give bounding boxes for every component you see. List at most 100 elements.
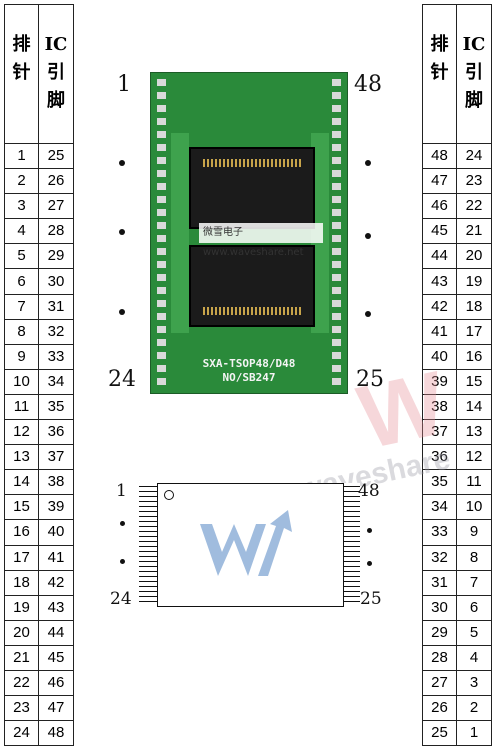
ic-pin-number: 27 bbox=[38, 193, 74, 220]
ic-pin-number: 25 bbox=[38, 142, 74, 170]
header-pin-number: 15 bbox=[4, 494, 39, 521]
header-pin-number: 8 bbox=[4, 318, 39, 345]
board-pin48-label: 48 bbox=[354, 72, 382, 97]
header-pin-number: 22 bbox=[4, 669, 39, 697]
ellipsis-dot bbox=[119, 160, 125, 166]
header-pin-number: 20 bbox=[4, 619, 39, 646]
header-pin-number: 23 bbox=[4, 695, 39, 722]
ic-pin-number: 10 bbox=[456, 494, 492, 521]
ic-pin-number: 45 bbox=[38, 644, 74, 671]
header-pin-number: 26 bbox=[422, 695, 457, 722]
header-pin-number: 16 bbox=[4, 519, 39, 546]
chip-left-leads bbox=[139, 483, 157, 605]
ic-pin-number: 28 bbox=[38, 218, 74, 245]
ellipsis-dot bbox=[365, 160, 371, 166]
ic-pin-number: 23 bbox=[456, 168, 492, 195]
header-pin-number: 3 bbox=[4, 193, 39, 220]
ic-pin-number: 3 bbox=[456, 669, 492, 697]
header-pin-number: 4 bbox=[4, 218, 39, 245]
header-pin-number: 25 bbox=[422, 720, 457, 746]
header-pin-number: 34 bbox=[422, 494, 457, 521]
ic-pin-number: 16 bbox=[456, 343, 492, 370]
board-serial-label: NO/SB247 bbox=[222, 371, 276, 384]
ic-pin-number: 40 bbox=[38, 519, 74, 546]
header-pin-number: 44 bbox=[422, 243, 457, 270]
ellipsis-dot bbox=[119, 229, 125, 235]
tsop48-chip-outline bbox=[157, 483, 344, 607]
header-pin-number: 1 bbox=[4, 142, 39, 170]
board-brand-label: 微雪电子 www.waveshare.net bbox=[199, 223, 323, 258]
ic-pin-number: 4 bbox=[456, 644, 492, 671]
ic-pin-number: 35 bbox=[38, 393, 74, 421]
header-pin-number: 38 bbox=[422, 393, 457, 421]
adapter-board-photo: 微雪电子 www.waveshare.net SXA-TSOP48/D48 NO… bbox=[150, 72, 348, 394]
header-pin-number: 35 bbox=[422, 469, 457, 496]
ellipsis-dot bbox=[120, 521, 125, 526]
ic-pin-number: 2 bbox=[456, 695, 492, 722]
chip-right-leads bbox=[342, 483, 360, 605]
header-pin-number: 17 bbox=[4, 544, 39, 571]
ic-pin-number: 39 bbox=[38, 494, 74, 521]
tsop-socket-top bbox=[189, 147, 315, 229]
header-pin-number: 31 bbox=[422, 569, 457, 596]
ic-pin-number: 34 bbox=[38, 368, 74, 395]
pin1-marker bbox=[164, 490, 174, 500]
header-ic: IC引脚 bbox=[38, 4, 74, 144]
ic-pin-number: 19 bbox=[456, 268, 492, 295]
header-pin-number: 11 bbox=[4, 393, 39, 421]
header-pin-number: 14 bbox=[4, 469, 39, 496]
right-header-pins bbox=[332, 79, 341, 387]
board-pin1-label: 1 bbox=[117, 72, 131, 97]
header-pin-number: 33 bbox=[422, 519, 457, 546]
header-pin-number: 28 bbox=[422, 644, 457, 671]
ic-pin-number: 7 bbox=[456, 569, 492, 596]
header-pin-number: 46 bbox=[422, 193, 457, 220]
ic-pin-number: 1 bbox=[456, 720, 492, 746]
header-pin-number: 29 bbox=[422, 619, 457, 646]
ic-pin-number: 32 bbox=[38, 318, 74, 345]
board-pin24-label: 24 bbox=[108, 367, 136, 392]
ellipsis-dot bbox=[367, 528, 372, 533]
ic-pin-number: 41 bbox=[38, 544, 74, 571]
chip-pin24-label: 24 bbox=[110, 589, 132, 609]
header-pin-number: 9 bbox=[4, 343, 39, 370]
ic-pin-number: 31 bbox=[38, 293, 74, 320]
ic-pin-number: 24 bbox=[456, 142, 492, 170]
ic-pin-number: 18 bbox=[456, 293, 492, 320]
header-pin-number: 43 bbox=[422, 268, 457, 295]
header-pin-number: 24 bbox=[4, 720, 39, 746]
ic-pin-number: 20 bbox=[456, 243, 492, 270]
ellipsis-dot bbox=[365, 311, 371, 317]
chip-pin25-label: 25 bbox=[360, 589, 382, 609]
header-pin-number: 13 bbox=[4, 444, 39, 471]
